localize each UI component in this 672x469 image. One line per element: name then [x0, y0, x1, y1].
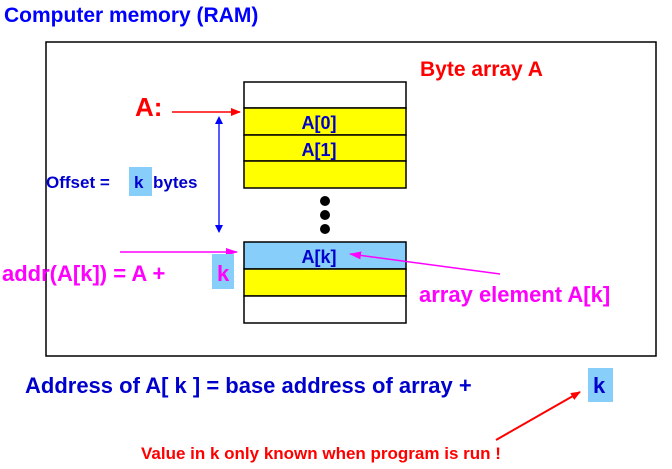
ellipsis-dots [320, 196, 330, 234]
note-arrow [495, 391, 581, 441]
address-statement-k: k [593, 373, 606, 398]
element-arrow [349, 251, 501, 275]
memory-cell-ak [243, 241, 407, 270]
diagram-title: Computer memory (RAM) [4, 4, 258, 27]
addr-formula: addr(A[k]) = A + [2, 261, 165, 286]
offset-k: k [134, 173, 144, 192]
memory-cell-after [243, 295, 407, 324]
element-label: array element A[k] [419, 282, 610, 307]
array-lower-block [243, 241, 407, 324]
addr-formula-k: k [217, 261, 230, 286]
addr-k-highlight [212, 254, 234, 289]
cell-label-ak: A[k] [302, 247, 337, 267]
memory-cell-before [243, 81, 407, 109]
offset-k-highlight [129, 167, 152, 196]
address-k-highlight [588, 368, 613, 402]
offset-suffix: bytes [153, 173, 197, 192]
memory-cell-a2 [243, 160, 407, 189]
pointer-label-a: A: [135, 92, 162, 122]
cell-label-a1: A[1] [302, 140, 337, 160]
ram-frame [45, 41, 657, 357]
cell-label-a0: A[0] [302, 113, 337, 133]
byte-array-label: Byte array A [420, 58, 543, 81]
array-upper-block [243, 81, 407, 189]
runtime-note: Value in k only known when program is ru… [141, 444, 501, 463]
offset-prefix: Offset = [46, 173, 110, 192]
memory-cell-ak1 [243, 268, 407, 297]
address-statement: Address of A[ k ] = base address of arra… [25, 373, 472, 398]
